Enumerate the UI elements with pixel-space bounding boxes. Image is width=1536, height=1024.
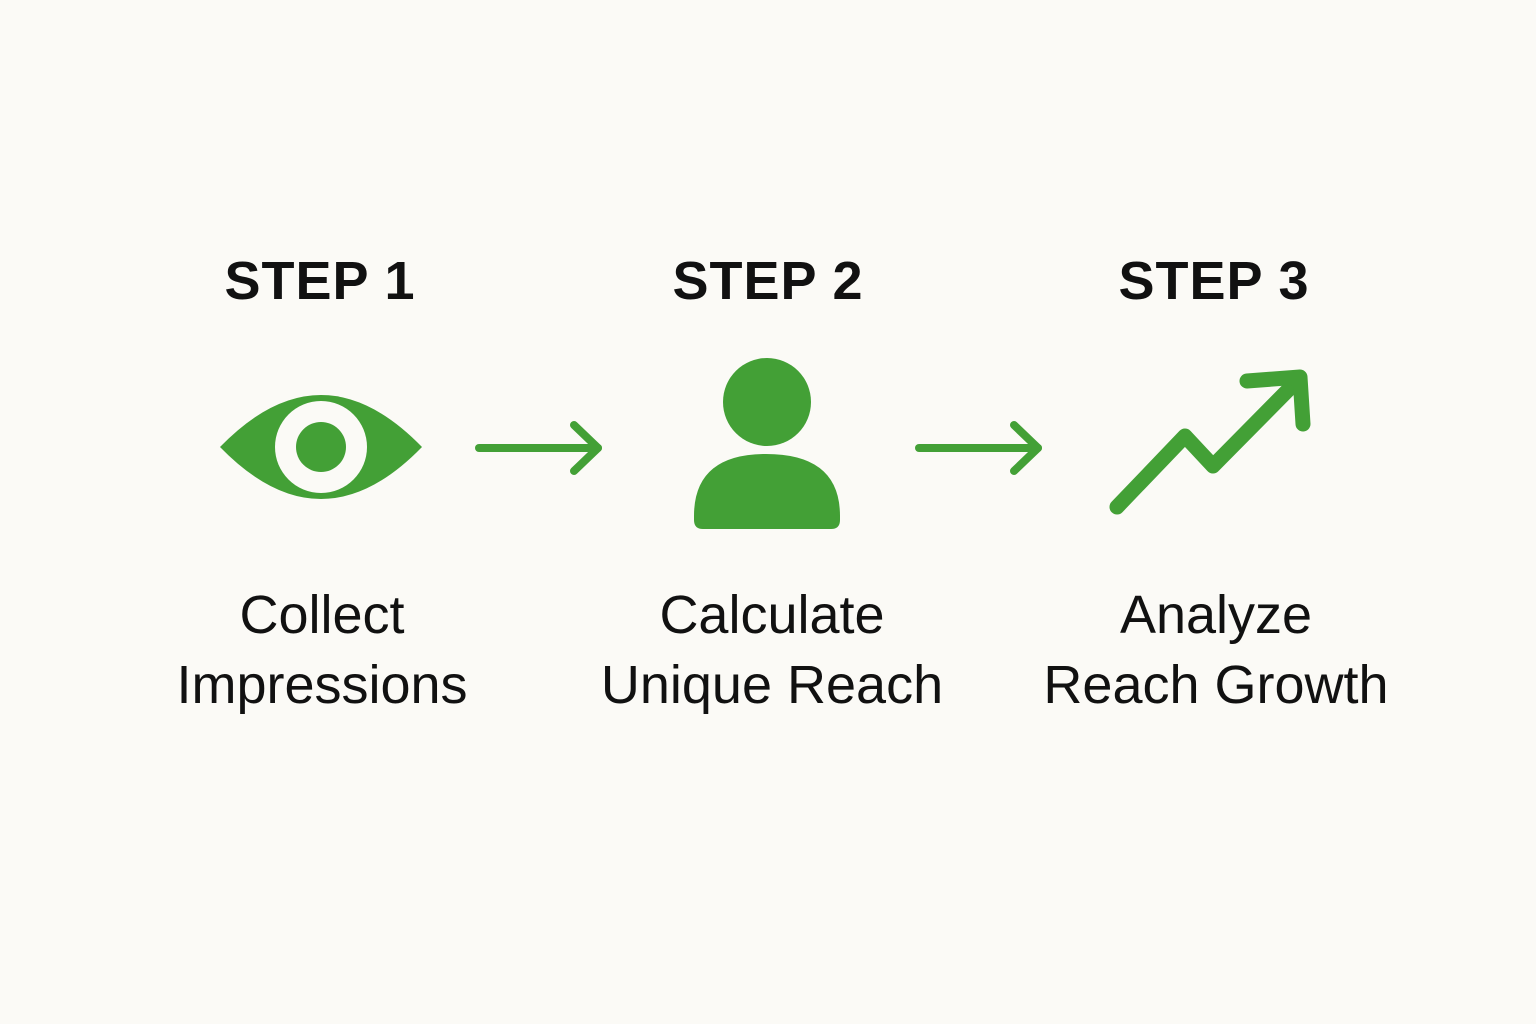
- step-1-label: Collect Impressions: [112, 580, 532, 720]
- user-icon: [694, 358, 840, 529]
- trending-up-icon: [1109, 369, 1311, 515]
- arrow-right-icon: [475, 421, 602, 475]
- step-3-label-line-1: Analyze: [1119, 585, 1313, 645]
- step-1-label-line-1: Collect: [239, 585, 405, 645]
- step-2-label: Calculate Unique Reach: [562, 580, 982, 720]
- eye-icon: [220, 395, 422, 499]
- step-3-title: STEP 3: [1118, 251, 1310, 311]
- step-3-label: Analyze Reach Growth: [1006, 580, 1426, 720]
- step-1-title: STEP 1: [224, 251, 416, 311]
- step-3-label-line-2: Reach Growth: [1043, 655, 1389, 715]
- step-1-label-line-2: Impressions: [176, 655, 468, 715]
- step-2-label-line-1: Calculate: [659, 585, 885, 645]
- arrow-right-icon: [915, 421, 1042, 475]
- step-2-label-line-2: Unique Reach: [600, 655, 944, 715]
- step-2-title: STEP 2: [672, 251, 864, 311]
